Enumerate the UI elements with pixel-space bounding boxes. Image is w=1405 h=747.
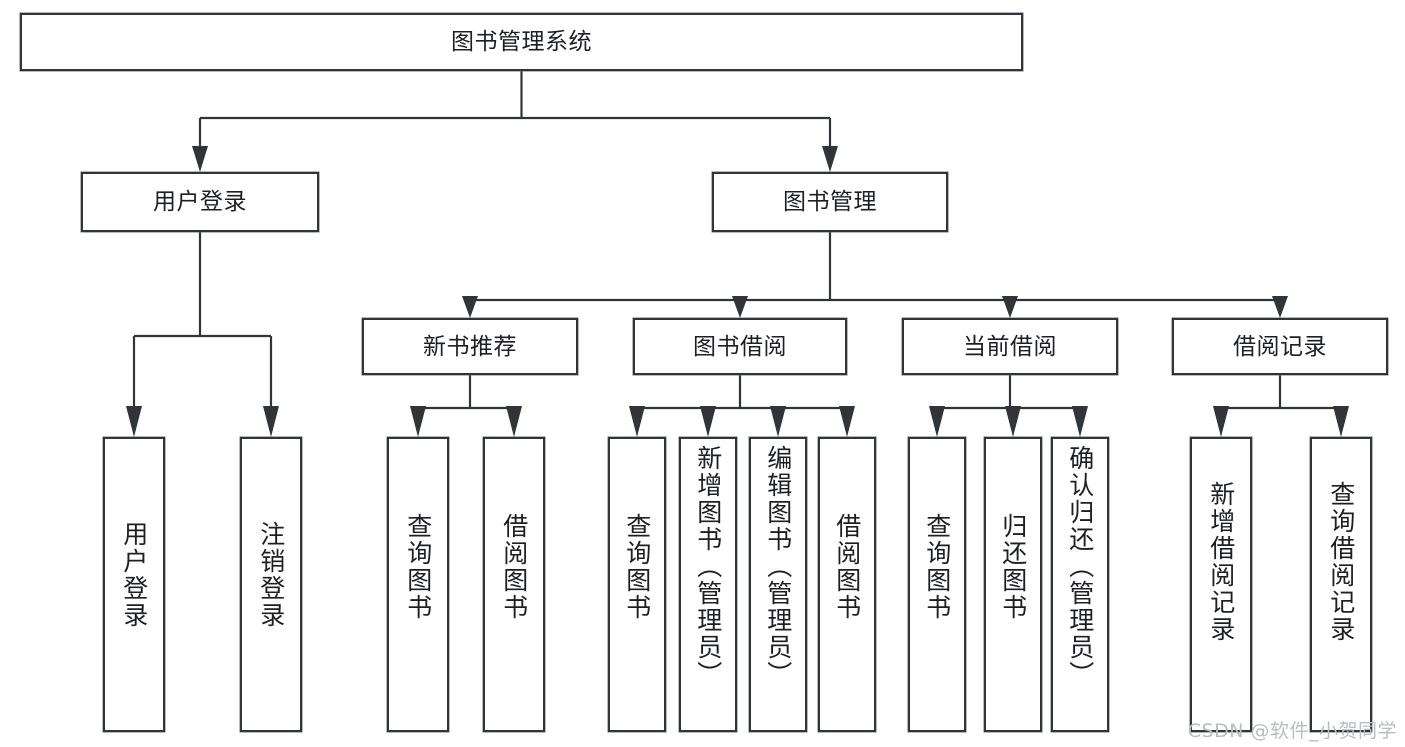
watermark-text: CSDN @软件_小贺同学	[1187, 720, 1397, 742]
arrow-head-borrow-record	[1272, 296, 1288, 318]
arrow-head-leaf-query-book-1	[410, 406, 426, 437]
node-leaf-confirm-return-label: 确认归还（管理员）	[1065, 445, 1095, 688]
node-book-manage[interactable]: 图书管理	[712, 172, 948, 232]
arrow-head-book-borrow	[732, 296, 748, 318]
node-leaf-add-record[interactable]: 新增借阅记录	[1190, 437, 1252, 732]
arrow-head-leaf-query-book-3	[929, 406, 945, 437]
node-leaf-query-record-label: 查询借阅记录	[1326, 481, 1356, 643]
node-leaf-borrow-book-2-label: 借阅图书	[832, 513, 862, 621]
node-leaf-borrow-book-1-label: 借阅图书	[499, 513, 529, 621]
node-leaf-user-login-label: 用户登录	[119, 521, 149, 629]
arrow-head-leaf-query-record	[1333, 406, 1349, 437]
node-root[interactable]: 图书管理系统	[20, 13, 1023, 71]
node-leaf-query-book-1[interactable]: 查询图书	[387, 437, 449, 732]
node-leaf-edit-book[interactable]: 编辑图书（管理员）	[749, 437, 807, 732]
node-user-login[interactable]: 用户登录	[81, 172, 319, 232]
node-leaf-borrow-book-2[interactable]: 借阅图书	[818, 437, 876, 732]
node-leaf-query-book-2-label: 查询图书	[622, 513, 652, 621]
node-leaf-user-logout-label: 注销登录	[256, 521, 286, 629]
node-user-login-label: 用户登录	[153, 188, 247, 215]
node-current-borrow-label: 当前借阅	[963, 333, 1057, 360]
node-leaf-query-book-2[interactable]: 查询图书	[608, 437, 666, 732]
arrow-head-user-login	[192, 146, 208, 172]
node-leaf-user-logout[interactable]: 注销登录	[240, 437, 302, 732]
node-leaf-query-record[interactable]: 查询借阅记录	[1310, 437, 1372, 732]
node-new-book-rec[interactable]: 新书推荐	[362, 318, 578, 375]
node-leaf-edit-book-label: 编辑图书（管理员）	[763, 445, 793, 688]
node-leaf-add-book-label: 新增图书（管理员）	[693, 445, 723, 688]
node-leaf-confirm-return[interactable]: 确认归还（管理员）	[1051, 437, 1109, 732]
node-new-book-rec-label: 新书推荐	[423, 333, 517, 360]
arrow-head-leaf-return-book	[1005, 406, 1021, 437]
node-book-borrow-label: 图书借阅	[693, 333, 787, 360]
arrow-head-leaf-confirm-return	[1072, 406, 1088, 437]
node-borrow-record[interactable]: 借阅记录	[1172, 318, 1388, 375]
arrow-head-book-manage	[822, 146, 838, 172]
arrow-head-leaf-user-login	[126, 406, 142, 437]
arrow-head-new-book-rec	[462, 296, 478, 318]
node-leaf-query-book-3[interactable]: 查询图书	[908, 437, 966, 732]
arrow-head-leaf-borrow-book-2	[839, 406, 855, 437]
arrow-head-leaf-edit-book	[770, 406, 786, 437]
node-current-borrow[interactable]: 当前借阅	[902, 318, 1118, 375]
node-leaf-add-record-label: 新增借阅记录	[1206, 481, 1236, 643]
node-book-borrow[interactable]: 图书借阅	[633, 318, 847, 375]
arrow-head-leaf-user-logout	[263, 406, 279, 437]
arrow-head-leaf-borrow-book-1	[506, 406, 522, 437]
node-borrow-record-label: 借阅记录	[1233, 333, 1327, 360]
node-root-label: 图书管理系统	[451, 28, 592, 55]
arrow-head-leaf-add-book	[700, 406, 716, 437]
arrow-head-current-borrow	[1002, 296, 1018, 318]
arrow-head-leaf-query-book-2	[629, 406, 645, 437]
node-leaf-return-book-label: 归还图书	[998, 513, 1028, 621]
node-leaf-add-book[interactable]: 新增图书（管理员）	[679, 437, 737, 732]
arrow-head-leaf-add-record	[1213, 406, 1229, 437]
node-leaf-borrow-book-1[interactable]: 借阅图书	[483, 437, 545, 732]
node-leaf-query-book-1-label: 查询图书	[403, 513, 433, 621]
node-leaf-user-login[interactable]: 用户登录	[103, 437, 165, 732]
node-book-manage-label: 图书管理	[783, 188, 877, 215]
node-leaf-query-book-3-label: 查询图书	[922, 513, 952, 621]
node-leaf-return-book[interactable]: 归还图书	[984, 437, 1042, 732]
